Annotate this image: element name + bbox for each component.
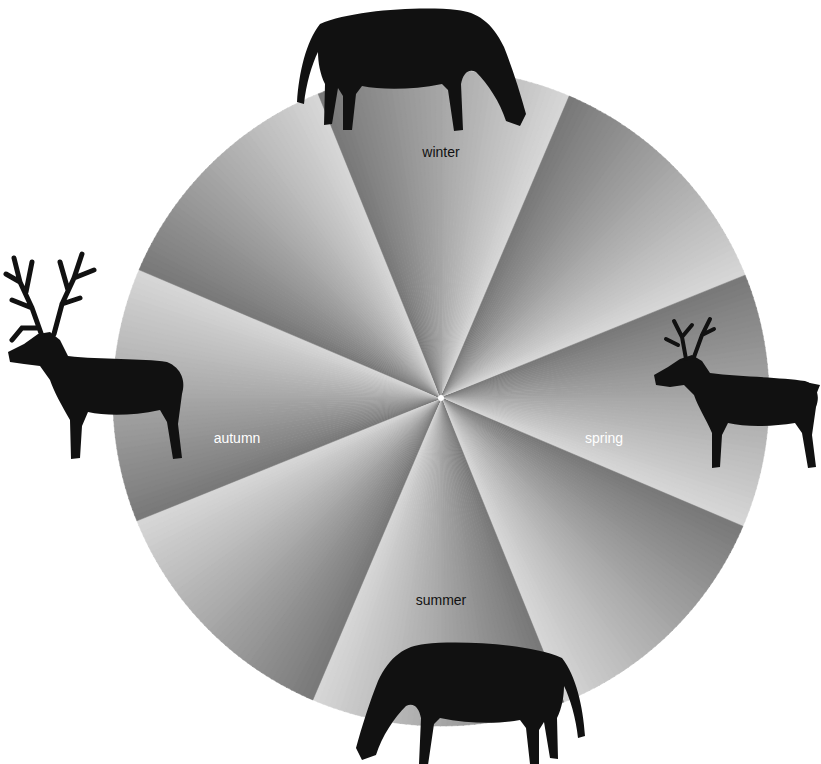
season-label: summer [416,592,467,609]
reindeer-silhouette [6,254,183,459]
center-mark [438,395,444,401]
season-label: winter [422,144,459,161]
shaded-circle [113,70,769,726]
horse-silhouette [356,643,585,764]
reindeer-silhouette [654,319,820,468]
season-label: autumn [214,430,261,447]
horse-silhouette [297,9,526,131]
wheel-slice [435,70,442,398]
season-label: spring [585,430,623,447]
